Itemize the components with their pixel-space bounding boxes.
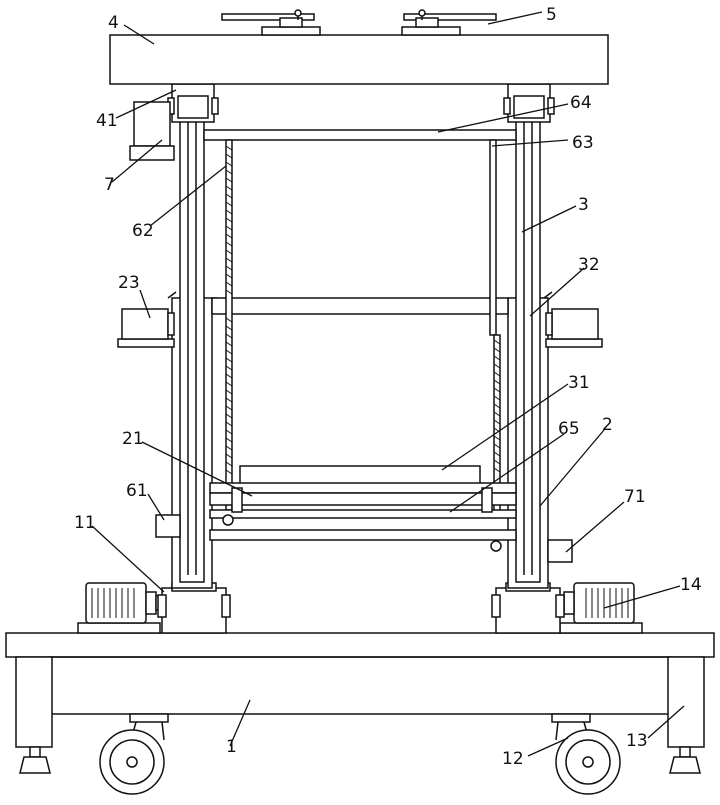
right-side-block <box>547 539 573 563</box>
left-turntable <box>221 9 321 36</box>
right-motor <box>555 582 643 634</box>
label-23: 23 <box>118 273 140 293</box>
right-caster <box>551 713 621 795</box>
label-61: 61 <box>126 481 148 501</box>
left-lead-screw <box>225 139 233 511</box>
label-2: 2 <box>602 415 613 435</box>
label-32: 32 <box>578 255 600 275</box>
base-frame <box>5 632 715 774</box>
label-63: 63 <box>572 133 594 153</box>
table-top <box>109 34 609 85</box>
middle-cross-beam <box>211 297 509 315</box>
label-7: 7 <box>104 175 115 195</box>
left-side-bracket <box>117 308 175 348</box>
left-top-hinge <box>167 83 219 123</box>
lifting-platform <box>209 465 517 552</box>
right-lead-screw <box>493 334 501 516</box>
label-71: 71 <box>624 487 646 507</box>
label-41: 41 <box>96 111 118 131</box>
right-guide-rod <box>489 139 497 336</box>
label-12: 12 <box>502 749 524 769</box>
label-14: 14 <box>680 575 702 595</box>
label-3: 3 <box>578 195 589 215</box>
left-inner-column <box>179 91 205 583</box>
label-31: 31 <box>568 373 590 393</box>
right-inner-column <box>515 91 541 583</box>
top-left-motor-bracket <box>129 101 175 161</box>
right-column-base <box>491 582 565 634</box>
label-64: 64 <box>570 93 592 113</box>
label-65: 65 <box>558 419 580 439</box>
label-13: 13 <box>626 731 648 751</box>
right-top-hinge <box>503 83 555 123</box>
label-11: 11 <box>74 513 96 533</box>
left-column-base <box>157 582 231 634</box>
label-62: 62 <box>132 221 154 241</box>
right-side-bracket <box>545 308 603 348</box>
label-5: 5 <box>546 5 557 25</box>
left-caster <box>99 713 169 795</box>
top-cross-beam <box>203 129 517 141</box>
leader-lines <box>91 11 685 757</box>
reference-labels: 4 5 41 64 7 63 62 3 23 32 31 21 65 2 61 … <box>74 5 702 769</box>
left-side-block <box>155 514 181 538</box>
label-1: 1 <box>226 737 237 757</box>
label-21: 21 <box>122 429 144 449</box>
label-4: 4 <box>108 13 119 33</box>
right-turntable <box>401 9 497 36</box>
left-motor <box>77 582 165 634</box>
